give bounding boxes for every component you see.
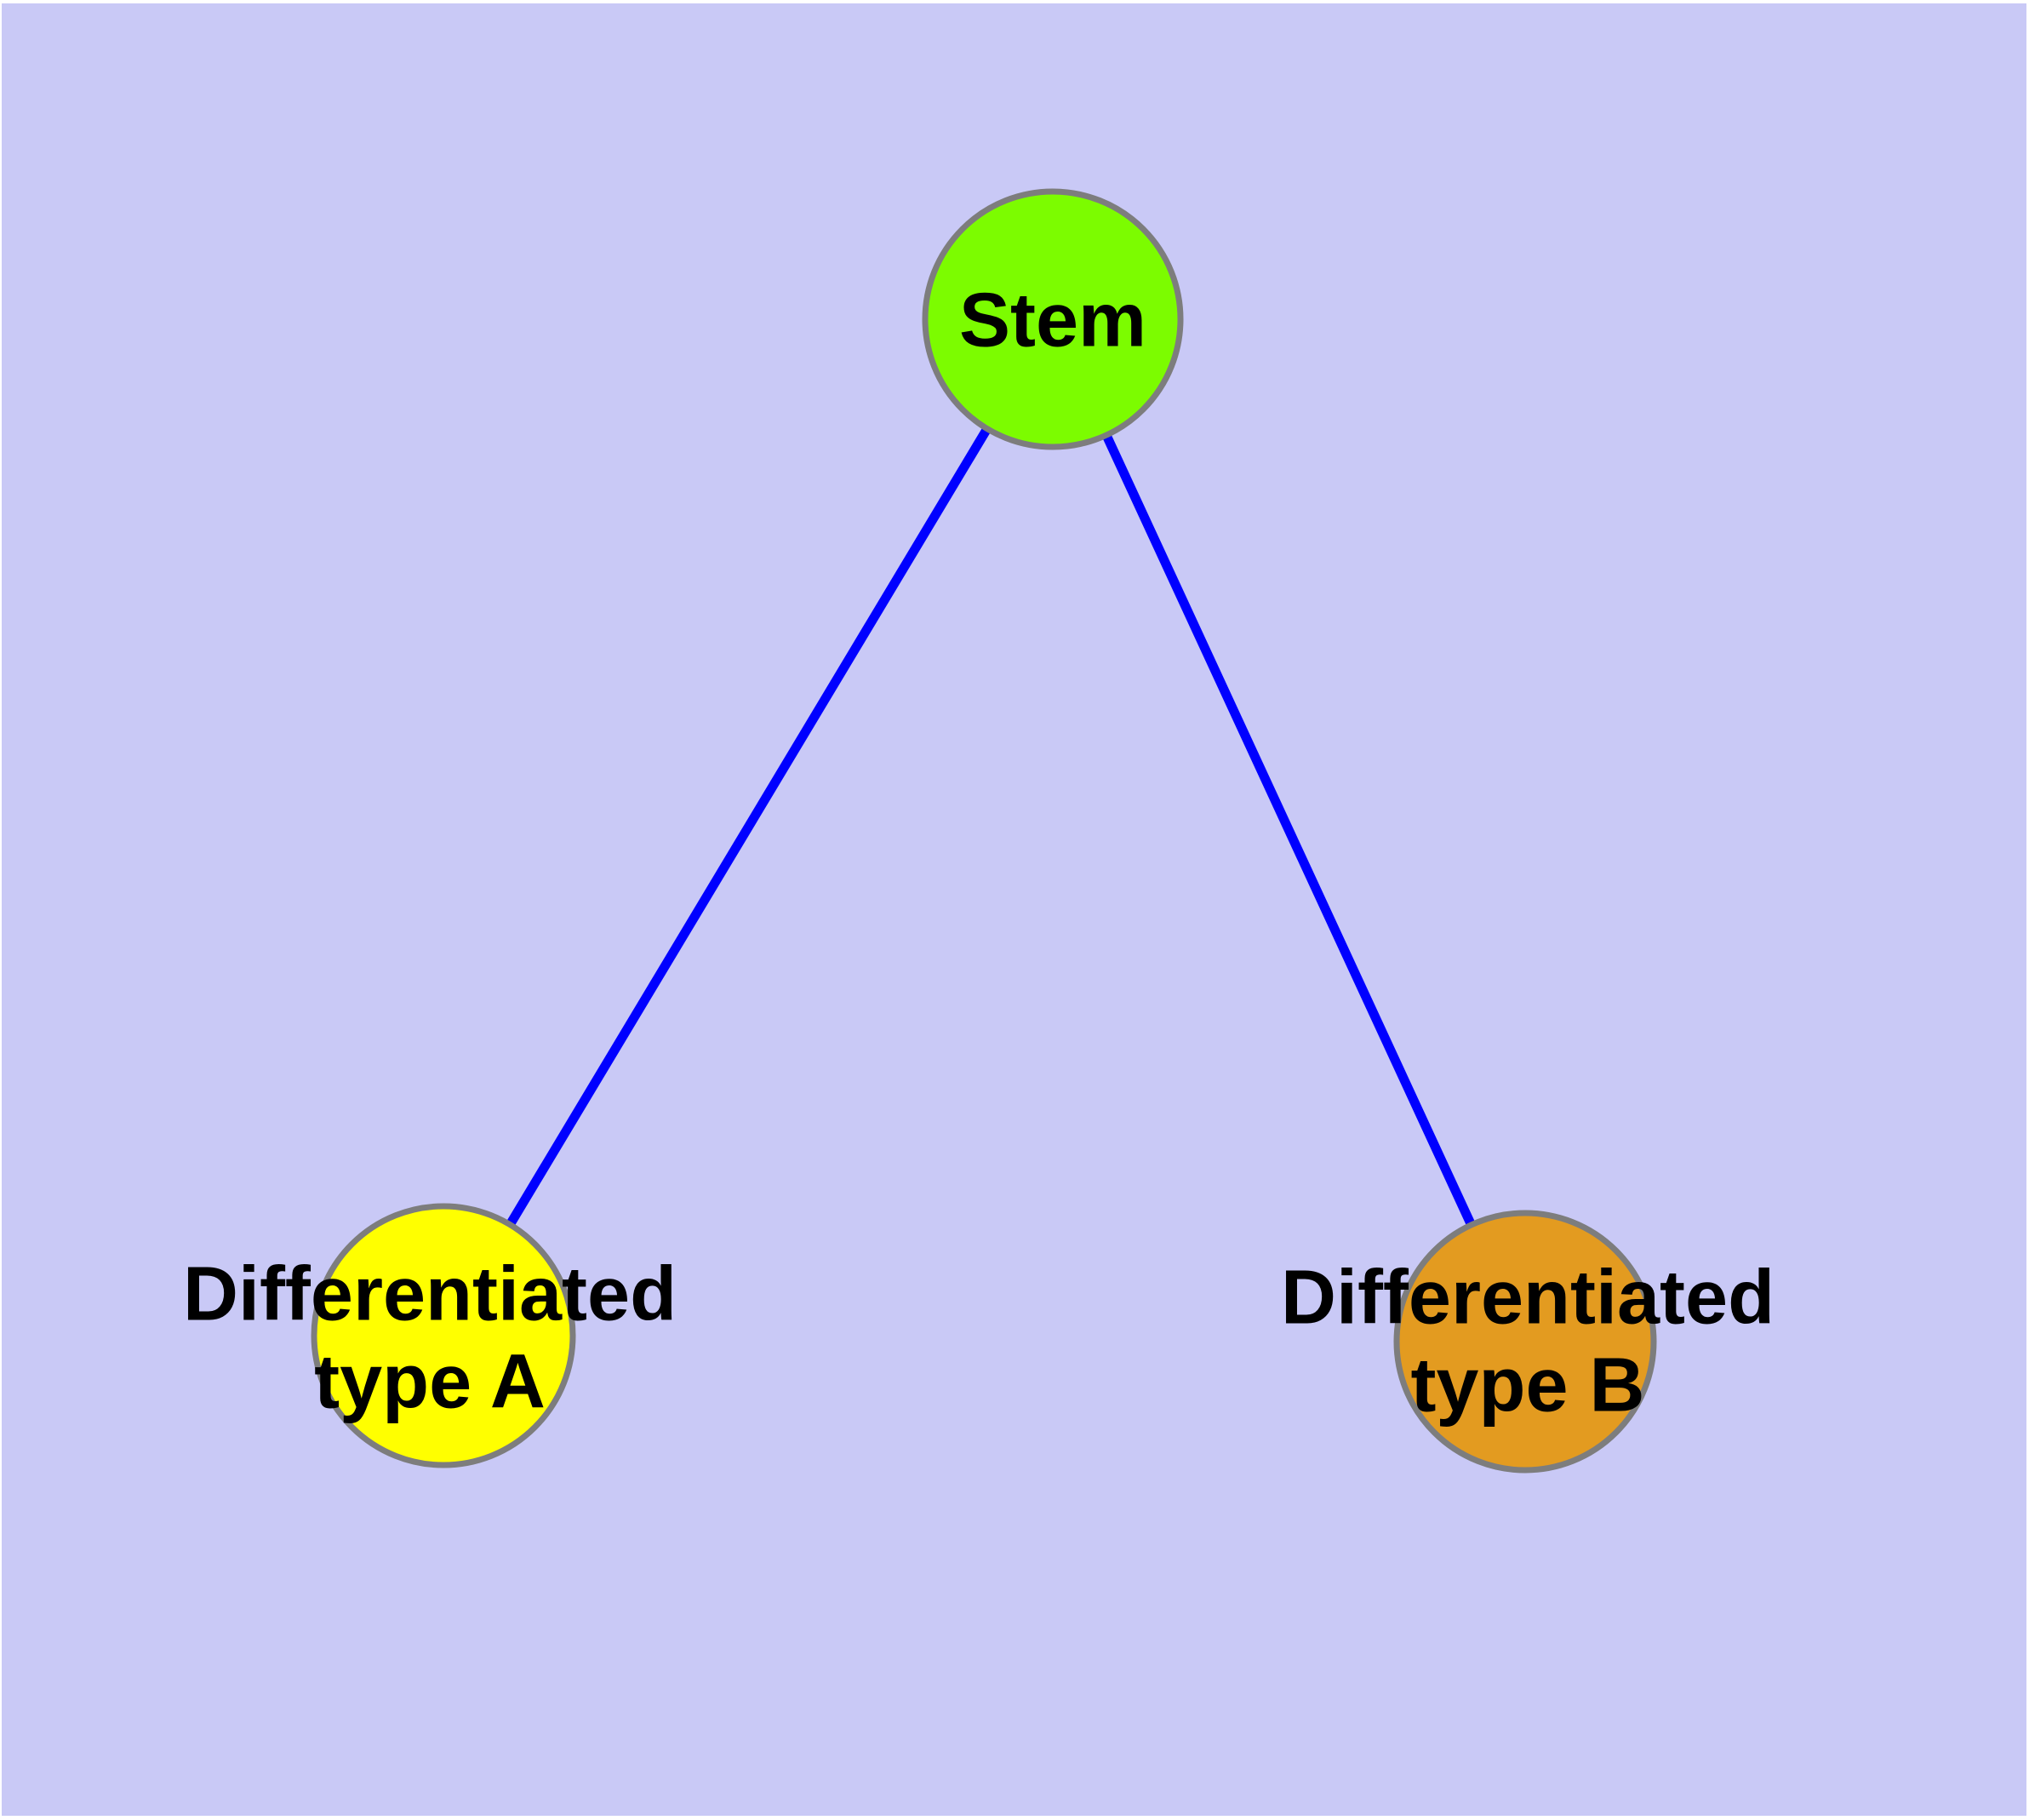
node-label-differentiated-type-b: Differentiated type B bbox=[1280, 1255, 1775, 1428]
node-differentiated-type-a bbox=[311, 1203, 576, 1468]
edge-stem-to-type-a bbox=[439, 317, 1057, 1338]
node-label-differentiated-type-a: Differentiated type A bbox=[182, 1251, 677, 1424]
cell-differentiation-graph bbox=[2, 3, 2026, 1816]
node-stem bbox=[922, 188, 1184, 450]
diagram-canvas: Stem Differentiated type A Differentiate… bbox=[2, 3, 2026, 1816]
node-label-stem: Stem bbox=[958, 278, 1147, 363]
edge-stem-to-type-b bbox=[1049, 317, 1529, 1344]
node-differentiated-type-b bbox=[1393, 1210, 1657, 1474]
